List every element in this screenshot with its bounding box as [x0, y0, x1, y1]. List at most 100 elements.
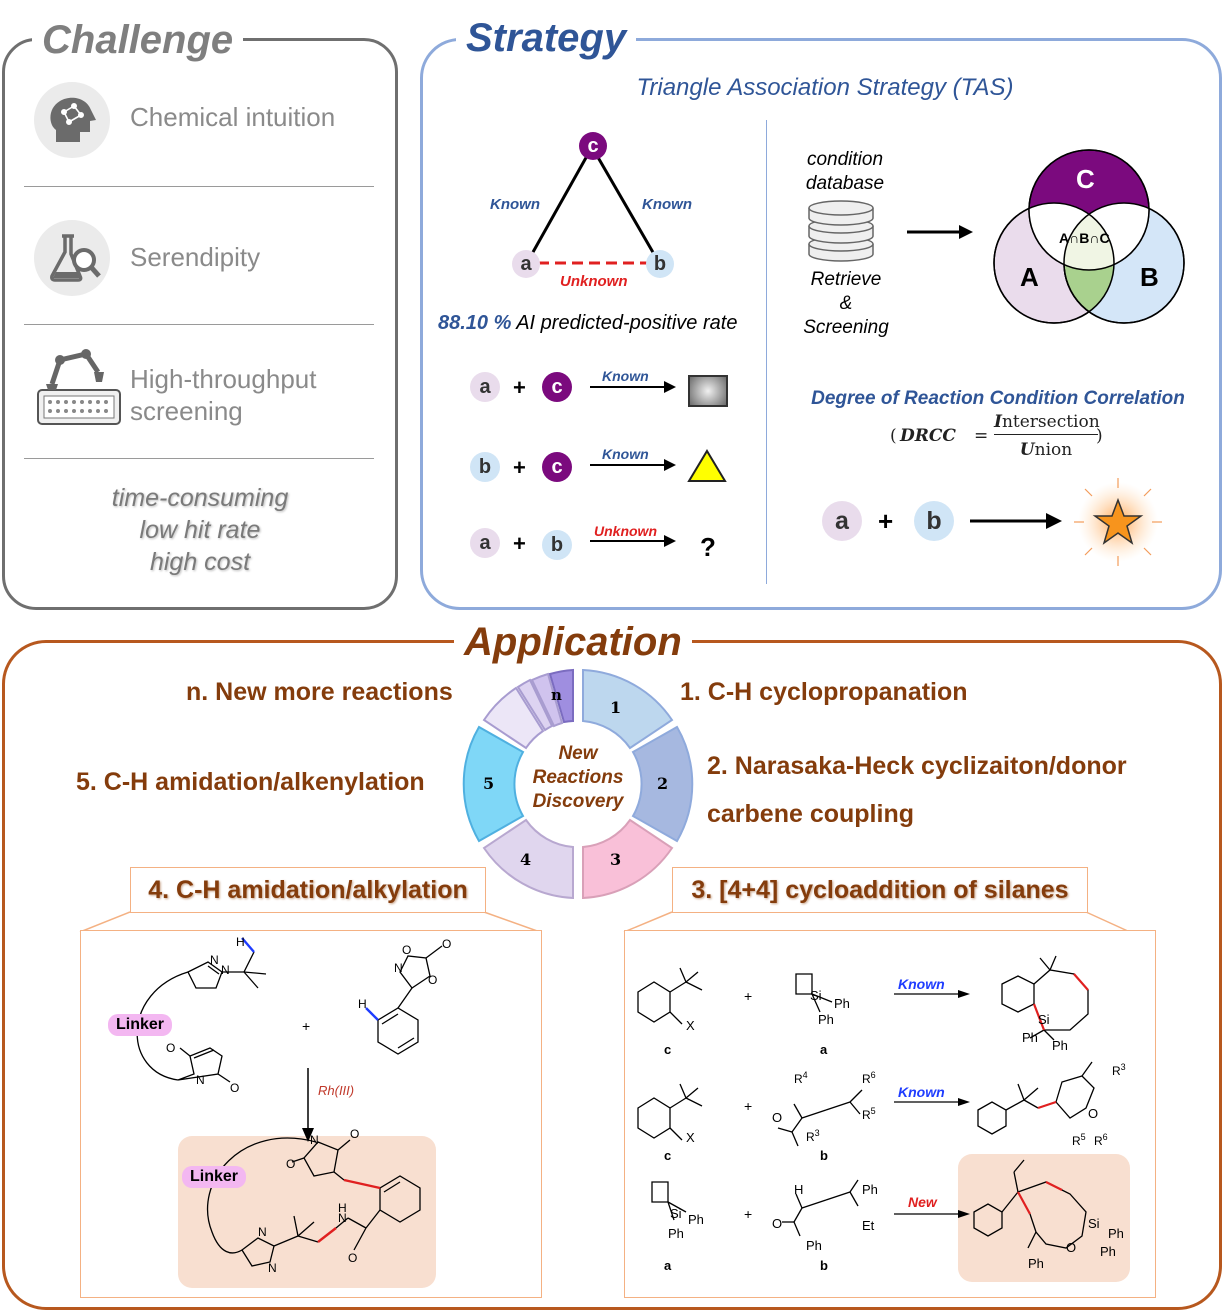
known-right-label: Known [642, 196, 692, 213]
rate-label: AI predicted-positive rate [516, 312, 738, 334]
atom-r4: R4 [794, 1070, 808, 1086]
svg-text:N: N [210, 953, 219, 967]
atom-si: Si [1038, 1012, 1050, 1027]
svg-text:N: N [338, 1211, 347, 1225]
row3-plus: + [744, 1206, 753, 1222]
r3p-sup: 3 [1120, 1062, 1126, 1072]
caption-reaction-3: 3. [4+4] cycloaddition of silanes [672, 867, 1088, 913]
atom-o: O [772, 1110, 783, 1125]
venn-label-c: C [1076, 164, 1095, 194]
atom-o: O [1088, 1106, 1099, 1121]
product-gray-square [688, 375, 728, 407]
atom-ph: Ph [668, 1226, 684, 1241]
paren-open: ( [890, 426, 897, 446]
svg-text:H: H [358, 997, 367, 1011]
r3p-letter: R [1112, 1064, 1121, 1078]
row1-plus: + [744, 988, 753, 1004]
final-b: b [914, 501, 954, 541]
svg-text:O: O [348, 1251, 357, 1265]
r5p-letter: R [1072, 1134, 1081, 1148]
atom-ph: Ph [818, 1012, 834, 1027]
row2-label-left: c [664, 1148, 672, 1163]
rxn3-arrow-label: Unknown [594, 523, 657, 539]
challenge-title: Challenge [32, 20, 244, 60]
strategy-panel [420, 38, 1222, 610]
venn-diagram [993, 149, 1185, 324]
rxn3-a: a [470, 528, 500, 558]
row3-label-left: a [664, 1258, 672, 1273]
product-highlight [958, 1154, 1130, 1282]
divider [24, 458, 374, 459]
wheel-line3: Discovery [532, 791, 624, 812]
reaction-wheel [462, 668, 694, 900]
challenge-item-serendipity: Serendipity [130, 242, 261, 272]
caption-connectors [79, 911, 1131, 932]
segment-n: n [551, 686, 562, 704]
final-a: a [822, 501, 862, 541]
retrieve-label: Retrieve & Screening [784, 268, 908, 340]
r6-sup: 6 [870, 1070, 876, 1080]
product-highlight [178, 1136, 436, 1288]
row3-arrow-label: New [908, 1194, 937, 1210]
known-left-label: Known [490, 196, 540, 213]
r4-sup: 4 [802, 1070, 808, 1080]
svg-text:O: O [442, 937, 451, 951]
strategy-divider [766, 120, 767, 584]
challenge-summary-3: high cost [149, 548, 251, 576]
equals: = [974, 426, 989, 446]
db-line1: condition [806, 149, 884, 170]
row2-arrow-label: Known [898, 1084, 945, 1100]
db-line2: database [805, 173, 885, 194]
atom-si: Si [670, 1206, 682, 1221]
r6p-letter: R [1094, 1134, 1103, 1148]
atom-ph: Ph [1100, 1244, 1116, 1259]
node-c: c [579, 132, 607, 160]
svg-text:H: H [236, 935, 245, 949]
arrow [907, 225, 973, 239]
r4-letter: R [794, 1072, 803, 1086]
segment-2: 2 [657, 774, 669, 793]
svg-text:N: N [268, 1261, 277, 1275]
flask-magnifier-icon [34, 220, 110, 296]
product-yellow-triangle [687, 449, 727, 482]
atom-o: O [1066, 1240, 1077, 1255]
atom-ph: Ph [834, 996, 850, 1011]
drcc-lhs: DRCC [900, 426, 956, 446]
brain-icon [34, 82, 110, 158]
svg-text:N: N [258, 1225, 267, 1239]
divider [24, 324, 374, 325]
den-bold: U [1019, 440, 1035, 460]
fraction-bar [994, 434, 1098, 435]
wheel-center-text: New Reactions Discovery [518, 742, 638, 814]
atom-ph: Ph [806, 1238, 822, 1253]
wheel-line2: Reactions [532, 767, 624, 788]
rxn2-b: b [470, 452, 500, 482]
caption-reaction-4: 4. C-H amidation/alkylation [130, 867, 486, 913]
challenge-item-hts-line2: screening [130, 396, 243, 426]
strategy-title: Strategy [456, 18, 637, 58]
rate-value: 88.10 % [438, 312, 512, 334]
row2-label-mid: b [820, 1148, 828, 1163]
segment-1: 1 [610, 698, 622, 717]
reaction-5-label: 5. C-H amidation/alkenylation [76, 768, 425, 796]
row1-label-left: c [664, 1042, 672, 1057]
atom-et: Et [862, 1218, 875, 1233]
linker-label-product: Linker [182, 1166, 247, 1188]
segment-5: 5 [483, 774, 495, 793]
atom-ph: Ph [862, 1182, 878, 1197]
rxn2-arrow-label: Known [602, 446, 649, 462]
r5-letter: R [862, 1108, 871, 1122]
atom-r5-product: R5 [1072, 1132, 1086, 1148]
challenge-summary-2: low hit rate [139, 516, 261, 544]
plus: + [513, 455, 526, 480]
plus: + [513, 375, 526, 400]
row1-label-mid: a [820, 1042, 828, 1057]
atom-x: X [686, 1018, 695, 1033]
rxn1-a: a [470, 372, 500, 402]
reaction-2-line2: carbene coupling [707, 800, 914, 828]
atom-ph: Ph [1022, 1030, 1038, 1045]
svg-text:N: N [310, 1133, 319, 1147]
atom-h: H [794, 1182, 804, 1197]
rxn1-c: c [542, 372, 572, 402]
num-bold: I [994, 412, 1002, 432]
